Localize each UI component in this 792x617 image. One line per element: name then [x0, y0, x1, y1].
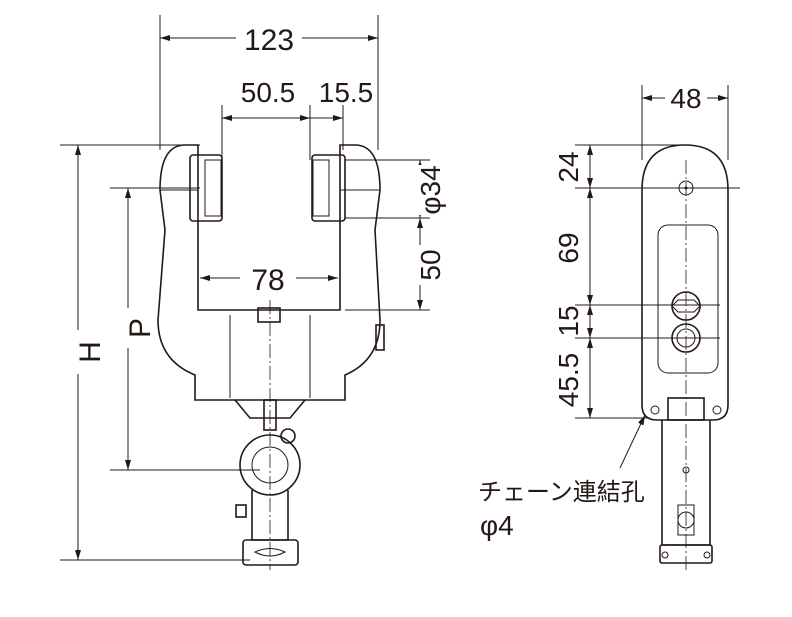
chain-hole-diameter: φ4 — [480, 510, 514, 541]
side-view: 48 24 69 15 45.5 チェーン連結孔 φ4 — [478, 82, 740, 570]
dim-P: P — [124, 318, 157, 338]
chain-hole-label: チェーン連結孔 — [478, 478, 645, 506]
dim-45-5: 45.5 — [553, 353, 584, 408]
dim-50: 50 — [415, 249, 446, 280]
dim-15-5: 15.5 — [319, 77, 374, 108]
dim-H: H — [74, 341, 107, 363]
dim-50-5: 50.5 — [241, 77, 296, 108]
dim-15: 15 — [553, 305, 584, 336]
dim-24: 24 — [553, 151, 584, 182]
dim-69: 69 — [553, 232, 584, 263]
dim-phi34: φ34 — [415, 165, 446, 214]
dim-78: 78 — [251, 264, 284, 297]
dim-123: 123 — [244, 24, 294, 57]
front-view: 123 50.5 15.5 78 φ34 50 H P — [60, 15, 446, 570]
dim-48: 48 — [670, 83, 701, 114]
